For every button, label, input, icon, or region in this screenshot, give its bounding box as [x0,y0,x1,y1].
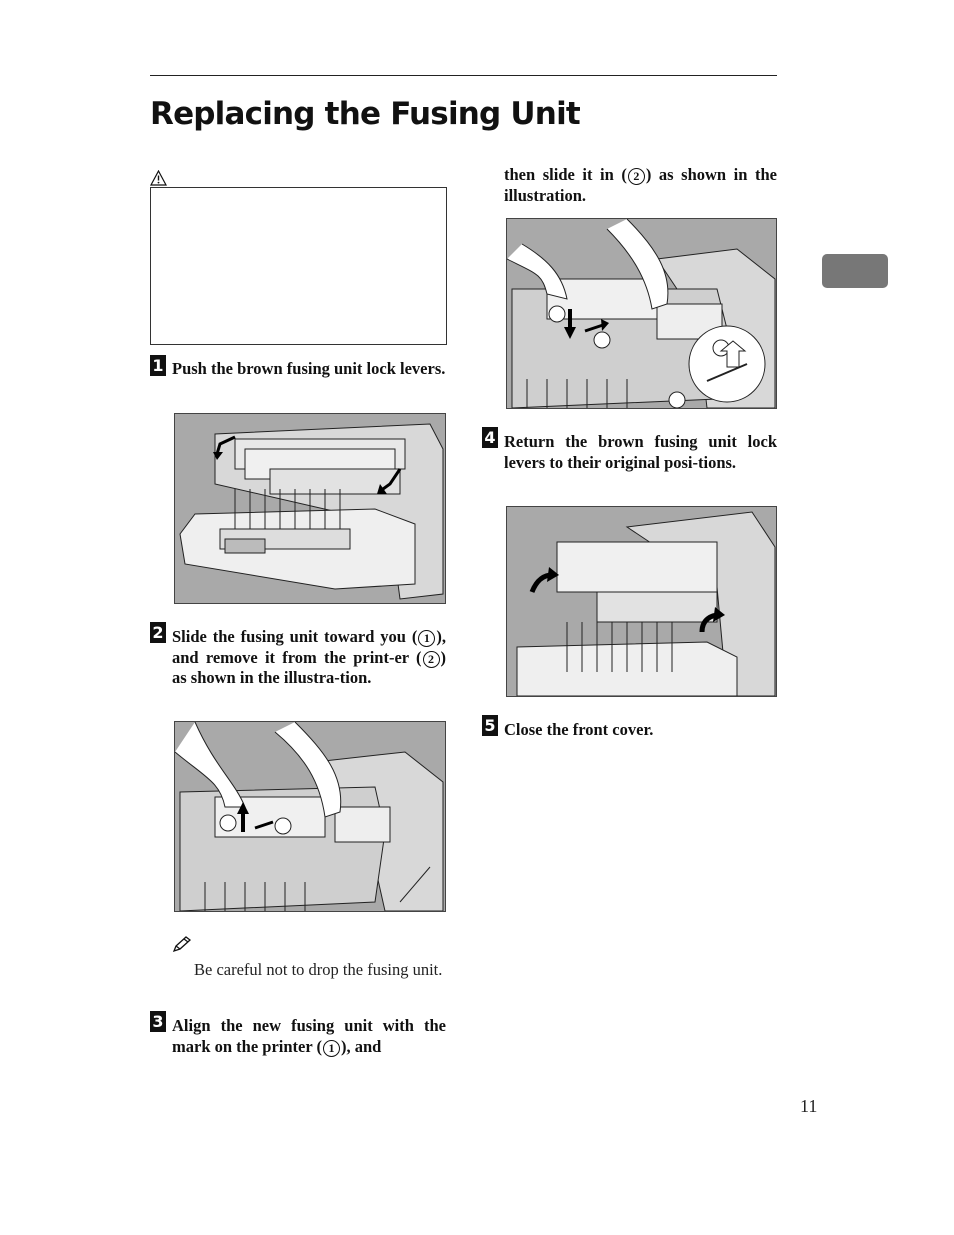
step-4-text: Return the brown fusing unit lock levers… [504,432,777,472]
step-3-text-part-b: ), and [341,1036,382,1056]
step-number-2: 2 [150,622,166,643]
note-pencil-icon [172,936,192,953]
step-number-1: 1 [150,355,166,376]
section-tab-marker [822,254,888,288]
header-rule [150,75,777,76]
page-title: Replacing the Fusing Unit [150,96,581,132]
step-2-text: Slide the fusing unit toward you (1), an… [172,627,446,689]
step-1-text: Push the brown fusing unit lock levers. [172,359,446,378]
illustration-step-2 [174,721,446,912]
circled-number-1: 1 [418,630,436,647]
caution-box [150,187,447,345]
step-number-3: 3 [150,1011,166,1032]
step-3-text-part-a: Align the new fusing unit with the mark … [172,1016,446,1056]
warning-triangle-icon [150,170,167,186]
illustration-step-1 [174,413,446,604]
step-2-text-part-b: ), and remove it from the print-er ( [172,627,446,667]
circled-number-2: 2 [422,650,440,668]
circled-number-1: 1 [323,1039,341,1057]
step-3-text: Align the new fusing unit with the mark … [172,1016,446,1057]
step-2-text-part-a: Slide the fusing unit toward you ( [172,627,418,646]
step-number-5: 5 [482,715,498,736]
step-5-text: Close the front cover. [504,720,654,739]
step-2-text-part-c: ) as shown in the illustra-tion. [172,647,446,688]
step-number-4: 4 [482,427,498,448]
note-text: Be careful not to drop the fusing unit. [194,960,443,979]
page-number: 11 [800,1096,818,1116]
step-3-text-continued: then slide it in (2) as shown in the ill… [504,165,777,206]
step-3-continued-part-a: then slide it in ( [504,165,627,184]
circled-number-2: 2 [627,168,645,185]
illustration-step-4 [506,506,777,697]
illustration-step-3 [506,218,777,409]
step-3-continued-part-b: ) as shown in the illustration. [504,165,777,205]
